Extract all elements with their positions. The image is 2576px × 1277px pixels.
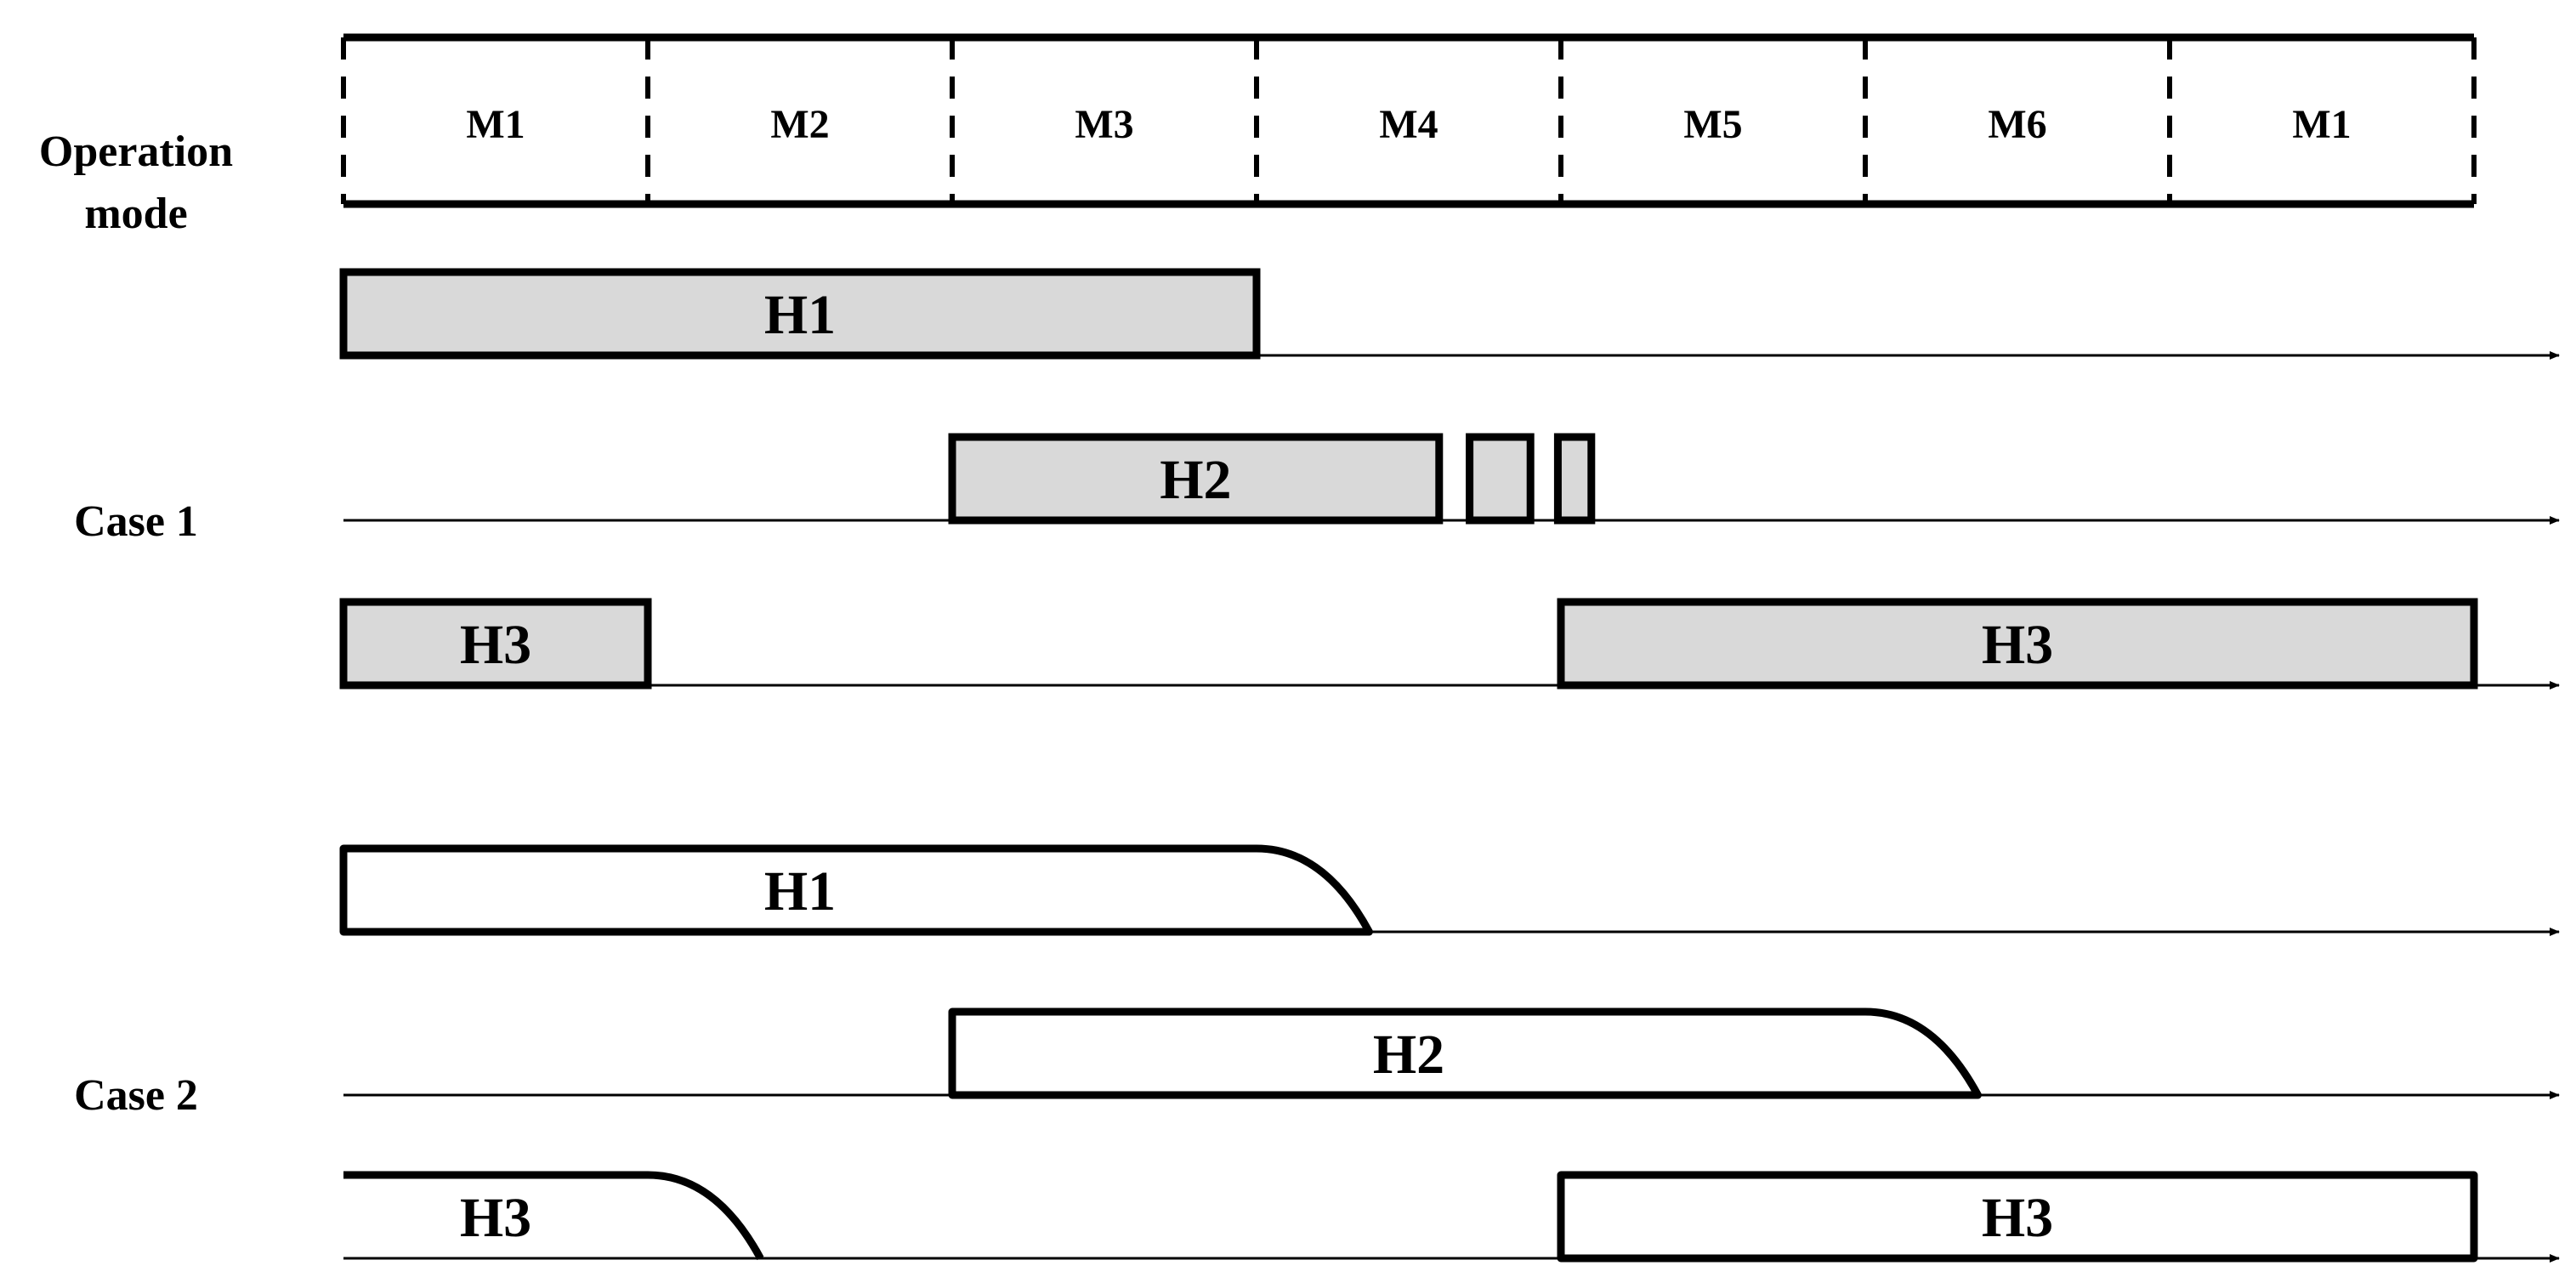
case2-h1-segment-1-label: H1: [764, 860, 836, 922]
case1-h3-segment-1-label: H3: [460, 614, 531, 676]
mode-label-6: M6: [1988, 102, 2046, 147]
case1-h3-segment-2-label: H3: [1982, 614, 2053, 676]
row-labels: Operation mode Case 1 Case 2: [39, 128, 233, 1120]
case1-h3-segment-1: [339, 598, 652, 690]
mode-label-1: M1: [466, 102, 525, 147]
case2-h3-segment-1-label: H3: [460, 1187, 531, 1249]
case-1-label: Case 1: [74, 497, 198, 546]
case2-h1-segment-1: [339, 844, 1373, 936]
case2-h2-segment-1-label: H2: [1373, 1024, 1444, 1086]
mode-label-5: M5: [1683, 102, 1742, 147]
mode-label-7: M1: [2292, 102, 2351, 147]
mode-label-3: M3: [1075, 102, 1133, 147]
case2-h3-segment-2-label: H3: [1982, 1187, 2053, 1249]
case1-h1-segment-1: [339, 268, 1261, 360]
case1-h2-segment-1: [948, 433, 1444, 525]
case1-h1-segment-1-label: H1: [764, 284, 836, 346]
mode-label-4: M4: [1379, 102, 1438, 147]
case1-h3-segment-2: [1557, 598, 2478, 690]
case1-h2-segment-3: [1553, 433, 1596, 525]
case2-h3-segment-2: [1557, 1171, 2478, 1263]
case1-h2-segment-2: [1466, 433, 1535, 525]
case2-h2-segment-1: [948, 1007, 1982, 1099]
case1-h2-segment-1-label: H2: [1160, 449, 1231, 511]
operation-mode-strip: M1 M2 M3 M4 M5 M6 M1: [341, 33, 2477, 208]
operation-mode-label-line2: mode: [84, 190, 187, 238]
case-2-label: Case 2: [74, 1071, 198, 1120]
case2-h3-segment-1: [343, 1171, 764, 1261]
mode-label-2: M2: [770, 102, 829, 147]
operation-mode-label-line1: Operation: [39, 128, 233, 176]
